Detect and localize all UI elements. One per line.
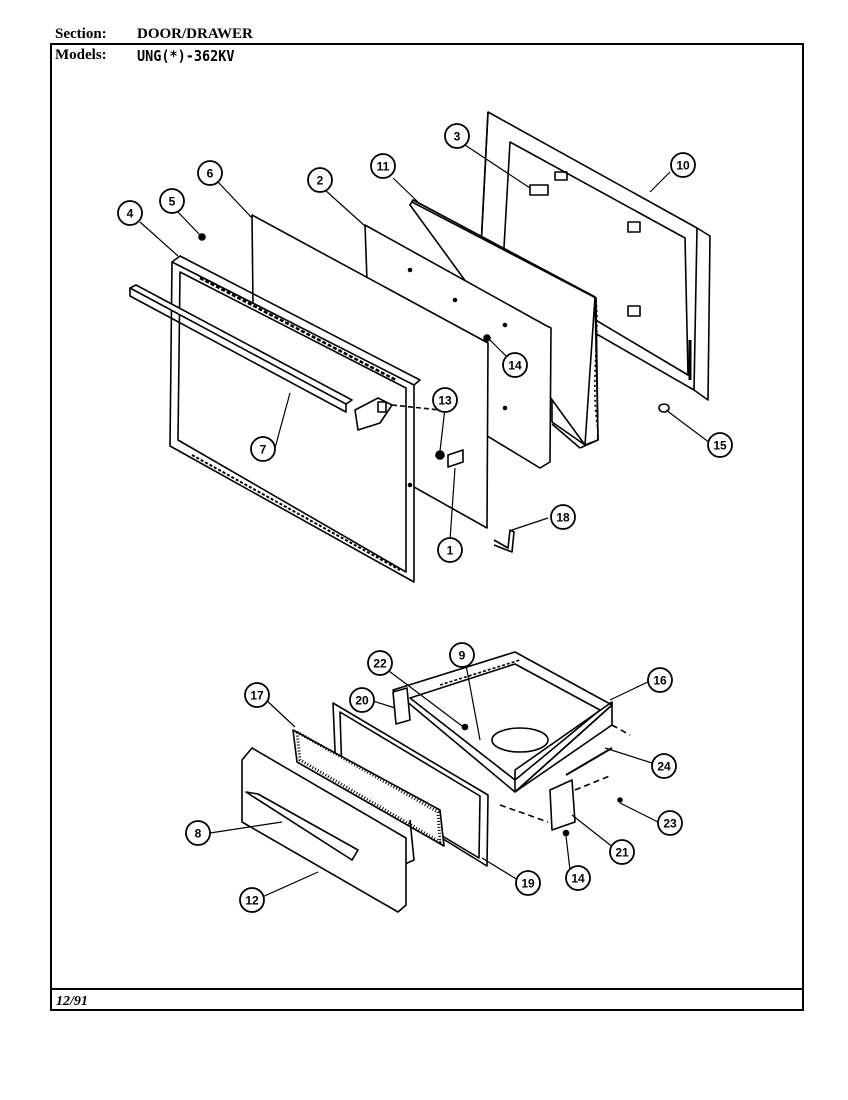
callout-number: 13 bbox=[438, 394, 452, 408]
screw bbox=[562, 829, 570, 837]
callout-circle bbox=[444, 123, 470, 149]
callout-number: 15 bbox=[713, 439, 727, 453]
callout-group: 1234567891011121314141516171819202122232… bbox=[117, 123, 733, 913]
callout-number: 11 bbox=[377, 160, 390, 174]
callout-circle bbox=[609, 839, 635, 865]
screw bbox=[617, 797, 623, 803]
glass-clip bbox=[447, 449, 464, 468]
screw bbox=[461, 723, 469, 731]
callout-number: 14 bbox=[571, 872, 585, 886]
drawer-inner-panel bbox=[332, 702, 489, 867]
slide-rail bbox=[565, 747, 613, 776]
screw bbox=[483, 334, 491, 342]
callout-number: 24 bbox=[657, 760, 671, 774]
section-label: Section: bbox=[55, 26, 107, 42]
callout-circle bbox=[707, 432, 733, 458]
callout-number: 10 bbox=[676, 159, 690, 173]
callout-number: 21 bbox=[615, 846, 629, 860]
callout-number: 3 bbox=[454, 130, 461, 144]
drawer-body bbox=[392, 651, 613, 793]
callout-number: 6 bbox=[207, 167, 214, 181]
door-handle bbox=[129, 284, 353, 413]
callout-number: 20 bbox=[355, 694, 369, 708]
callout-circle bbox=[502, 352, 528, 378]
screw bbox=[198, 233, 206, 241]
drawer-insulation bbox=[292, 729, 445, 865]
callout-number: 14 bbox=[508, 359, 522, 373]
drawer-slide bbox=[549, 779, 576, 831]
callout-circle bbox=[185, 820, 211, 846]
callout-number: 7 bbox=[260, 443, 267, 457]
callout-number: 5 bbox=[169, 195, 176, 209]
diagram-frame bbox=[50, 43, 804, 1011]
callout-circle bbox=[197, 160, 223, 186]
callout-number: 22 bbox=[373, 657, 387, 671]
callout-number: 16 bbox=[653, 674, 667, 688]
callout-circle bbox=[370, 153, 396, 179]
callout-number: 12 bbox=[245, 894, 259, 908]
callout-circle bbox=[244, 682, 270, 708]
callout-circle bbox=[550, 504, 576, 530]
callout-circle bbox=[239, 887, 265, 913]
drawer-front-panel bbox=[241, 747, 407, 913]
callout-circle bbox=[159, 188, 185, 214]
footer-divider bbox=[50, 988, 804, 990]
callout-circle bbox=[307, 167, 333, 193]
callout-circle bbox=[647, 667, 673, 693]
bumper bbox=[435, 450, 445, 460]
callout-number: 1 bbox=[447, 544, 454, 558]
callout-circle bbox=[432, 387, 458, 413]
callout-number: 18 bbox=[556, 511, 570, 525]
callout-circle bbox=[250, 436, 276, 462]
models-label: Models: bbox=[55, 47, 107, 63]
callout-number: 2 bbox=[317, 174, 324, 188]
callout-circle bbox=[117, 200, 143, 226]
callout-number: 23 bbox=[663, 817, 677, 831]
callout-circle bbox=[437, 537, 463, 563]
callout-number: 9 bbox=[459, 649, 466, 663]
callout-number: 8 bbox=[195, 827, 202, 841]
models-value: UNG(*)-362KV bbox=[137, 47, 235, 65]
footer-date: 12/91 bbox=[56, 994, 88, 1009]
callout-circle bbox=[670, 152, 696, 178]
callout-circle bbox=[651, 753, 677, 779]
callout-circle bbox=[565, 865, 591, 891]
callout-circle bbox=[515, 870, 541, 896]
hinge-bracket bbox=[354, 397, 441, 431]
door-bracket bbox=[493, 529, 515, 553]
callout-circle bbox=[449, 642, 475, 668]
callout-number: 17 bbox=[250, 689, 264, 703]
drawer-slide bbox=[392, 687, 411, 725]
section-value: DOOR/DRAWER bbox=[137, 26, 253, 42]
callout-circle bbox=[367, 650, 393, 676]
callout-circle bbox=[349, 687, 375, 713]
callout-number: 19 bbox=[521, 877, 535, 891]
callout-number: 4 bbox=[127, 207, 134, 221]
callout-circle bbox=[657, 810, 683, 836]
